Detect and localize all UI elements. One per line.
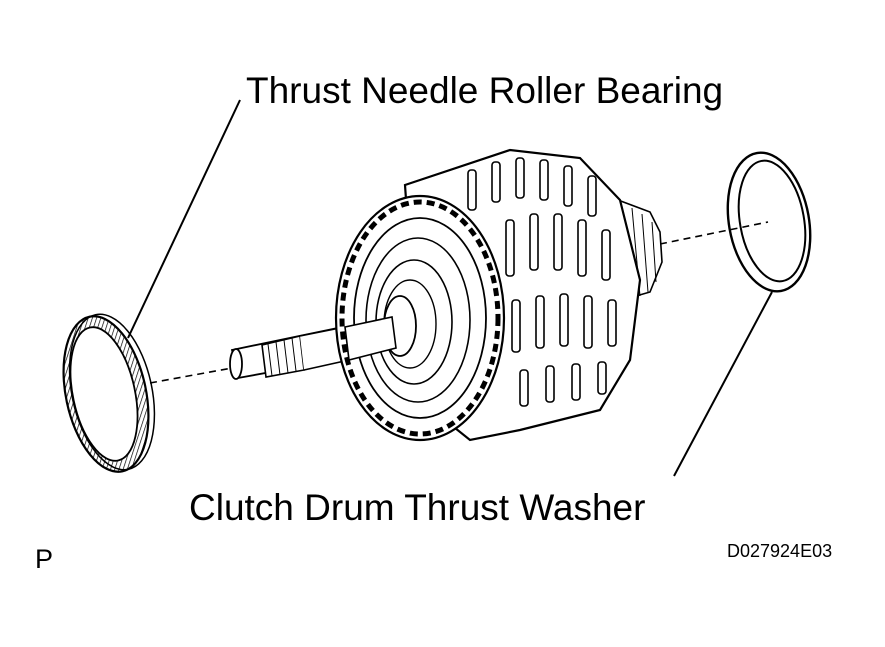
washer-label: Clutch Drum Thrust Washer <box>189 487 646 528</box>
thrust-needle-roller-bearing <box>62 313 156 473</box>
view-marker: P <box>35 544 54 574</box>
center-axis-line <box>149 221 769 384</box>
washer-leader-line <box>673 291 773 477</box>
bearing-leader-line <box>127 99 241 339</box>
clutch-drum <box>334 148 663 442</box>
clutch-drum-thrust-washer <box>726 151 812 293</box>
figure-code: D027924E03 <box>727 541 833 561</box>
bearing-label: Thrust Needle Roller Bearing <box>246 70 724 111</box>
